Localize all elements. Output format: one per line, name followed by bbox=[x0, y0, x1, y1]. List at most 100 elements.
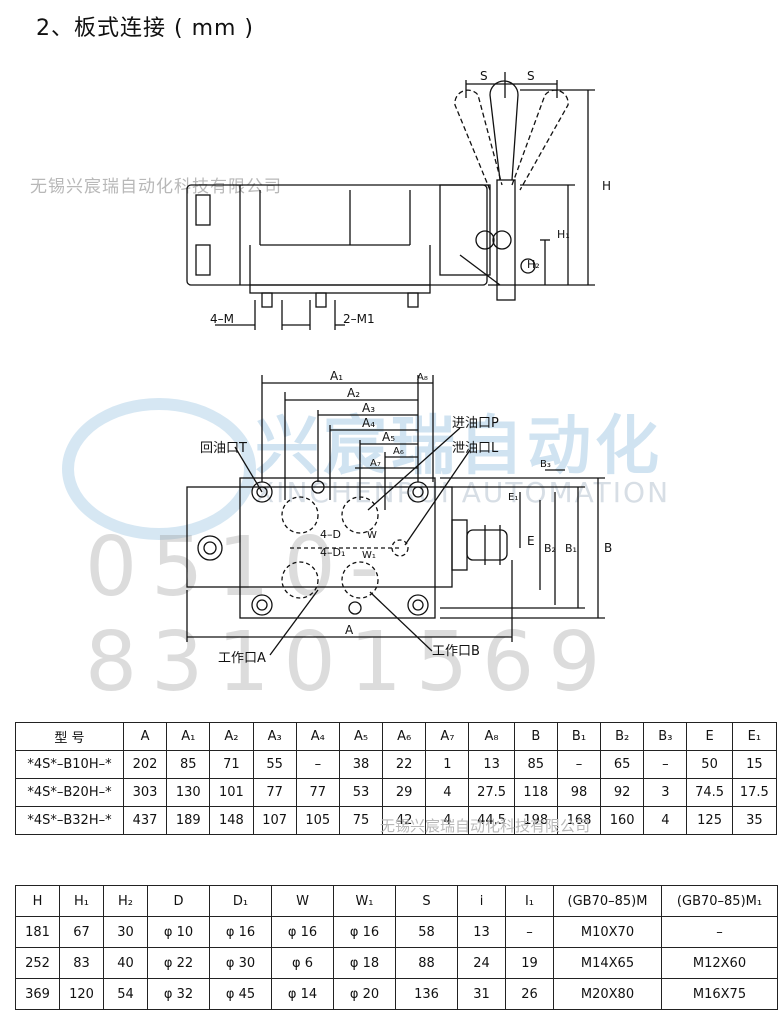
column-header: S bbox=[395, 885, 458, 917]
port-p-label: 进油口P bbox=[452, 416, 499, 431]
table-cell: 1 bbox=[425, 750, 470, 779]
table-cell: 4 bbox=[643, 806, 688, 835]
table-cell: 202 bbox=[122, 750, 168, 779]
table-cell: 4 bbox=[425, 778, 470, 807]
dim-a1: A₁ bbox=[330, 369, 343, 383]
table-cell: 369 bbox=[15, 978, 60, 1010]
dim-2m1: 2–M1 bbox=[343, 312, 375, 326]
table-cell: 107 bbox=[252, 806, 297, 835]
table-cell: 26 bbox=[505, 978, 554, 1010]
table-cell: 303 bbox=[122, 778, 168, 807]
table-cell: 125 bbox=[686, 806, 733, 835]
table-cell: 67 bbox=[59, 916, 104, 948]
table-cell: 19 bbox=[505, 947, 554, 979]
port-b-label: 工作口B bbox=[432, 644, 480, 659]
dim-b3: B₃ bbox=[540, 459, 551, 470]
table-cell: 44.5 bbox=[468, 806, 515, 835]
label-w: W bbox=[367, 530, 377, 541]
table-cell: *4S*–B32H–* bbox=[15, 806, 124, 835]
table-cell: M20X80 bbox=[553, 978, 662, 1010]
column-header: W bbox=[271, 885, 334, 917]
table-cell: 130 bbox=[166, 778, 211, 807]
table-cell: – bbox=[643, 750, 688, 779]
table-cell: 98 bbox=[556, 778, 602, 807]
column-header: A₈ bbox=[468, 722, 515, 751]
table-cell: 198 bbox=[513, 806, 558, 835]
column-header: E bbox=[686, 722, 733, 751]
table-cell: 54 bbox=[103, 978, 148, 1010]
column-header: B₁ bbox=[556, 722, 602, 751]
table-cell: 71 bbox=[209, 750, 254, 779]
dim-h: H bbox=[602, 179, 611, 193]
table-cell: M12X60 bbox=[661, 947, 778, 979]
table-cell: 118 bbox=[513, 778, 558, 807]
column-header: A₁ bbox=[166, 722, 211, 751]
phone-watermark: 0510-83101569 bbox=[85, 520, 615, 710]
company-watermark-row: 无锡兴宸瑞自动化科技有限公司 bbox=[380, 817, 591, 835]
table-cell: M10X70 bbox=[553, 916, 662, 948]
table-cell: φ 32 bbox=[147, 978, 210, 1010]
table-cell: 74.5 bbox=[686, 778, 733, 807]
table-cell: 40 bbox=[103, 947, 148, 979]
table-cell: φ 16 bbox=[209, 916, 272, 948]
logo-watermark-en: XINCHENRUI AUTOMATION bbox=[255, 476, 671, 509]
dim-e1: E₁ bbox=[508, 492, 518, 503]
logo-watermark-cn: 兴宸瑞自动化 bbox=[255, 410, 663, 484]
table-cell: 13 bbox=[457, 916, 506, 948]
table-cell: 101 bbox=[209, 778, 254, 807]
table-cell: 4 bbox=[425, 806, 470, 835]
table-cell: φ 22 bbox=[147, 947, 210, 979]
port-a-label: 工作口A bbox=[218, 651, 266, 666]
table-cell: – bbox=[556, 750, 602, 779]
column-header: B₂ bbox=[600, 722, 645, 751]
table-cell: φ 18 bbox=[333, 947, 396, 979]
table-cell: 24 bbox=[457, 947, 506, 979]
dim-a: A bbox=[345, 623, 354, 637]
technical-drawing: S S H H₁ H₂ 4–M 2–M1 A₁ A₈ A₂ A₃ A₄ A₅ A… bbox=[186, 69, 612, 666]
table-cell: 55 bbox=[252, 750, 297, 779]
table-cell: – bbox=[505, 916, 554, 948]
column-header: A₆ bbox=[382, 722, 427, 751]
table-cell: φ 45 bbox=[209, 978, 272, 1010]
column-header: D bbox=[147, 885, 210, 917]
table-cell: M14X65 bbox=[553, 947, 662, 979]
dim-a3: A₃ bbox=[362, 401, 375, 415]
table-cell: 13 bbox=[468, 750, 515, 779]
dim-a8: A₈ bbox=[417, 372, 428, 383]
table-cell: 120 bbox=[59, 978, 104, 1010]
dim-4m: 4–M bbox=[210, 312, 234, 326]
dim-b2: B₂ bbox=[544, 542, 556, 555]
column-header: A₂ bbox=[209, 722, 254, 751]
table-cell: 88 bbox=[395, 947, 458, 979]
table-cell: – bbox=[295, 750, 340, 779]
table-cell: 252 bbox=[15, 947, 60, 979]
dim-h1: H₁ bbox=[557, 228, 570, 241]
column-header: B₃ bbox=[643, 722, 688, 751]
company-watermark: 无锡兴宸瑞自动化科技有限公司 bbox=[30, 177, 282, 197]
table-cell: 160 bbox=[600, 806, 645, 835]
column-header: E₁ bbox=[731, 722, 778, 751]
dim-a5: A₅ bbox=[382, 430, 395, 444]
table-cell: 105 bbox=[295, 806, 340, 835]
table-cell: *4S*–B20H–* bbox=[15, 778, 124, 807]
table-cell: *4S*–B10H–* bbox=[15, 750, 124, 779]
table-cell: 75 bbox=[338, 806, 384, 835]
table-cell: φ 30 bbox=[209, 947, 272, 979]
column-header: W₁ bbox=[333, 885, 396, 917]
table-cell: 77 bbox=[295, 778, 340, 807]
table-cell: 27.5 bbox=[468, 778, 515, 807]
table-cell: 437 bbox=[122, 806, 168, 835]
column-header: i bbox=[457, 885, 506, 917]
dim-s-right: S bbox=[527, 69, 535, 83]
dim-a6: A₆ bbox=[393, 446, 404, 457]
table-cell: φ 16 bbox=[333, 916, 396, 948]
label-4d: 4–D bbox=[320, 528, 341, 541]
column-header: I₁ bbox=[505, 885, 554, 917]
table-cell: 35 bbox=[731, 806, 778, 835]
label-4d1: 4–D₁ bbox=[320, 546, 345, 559]
